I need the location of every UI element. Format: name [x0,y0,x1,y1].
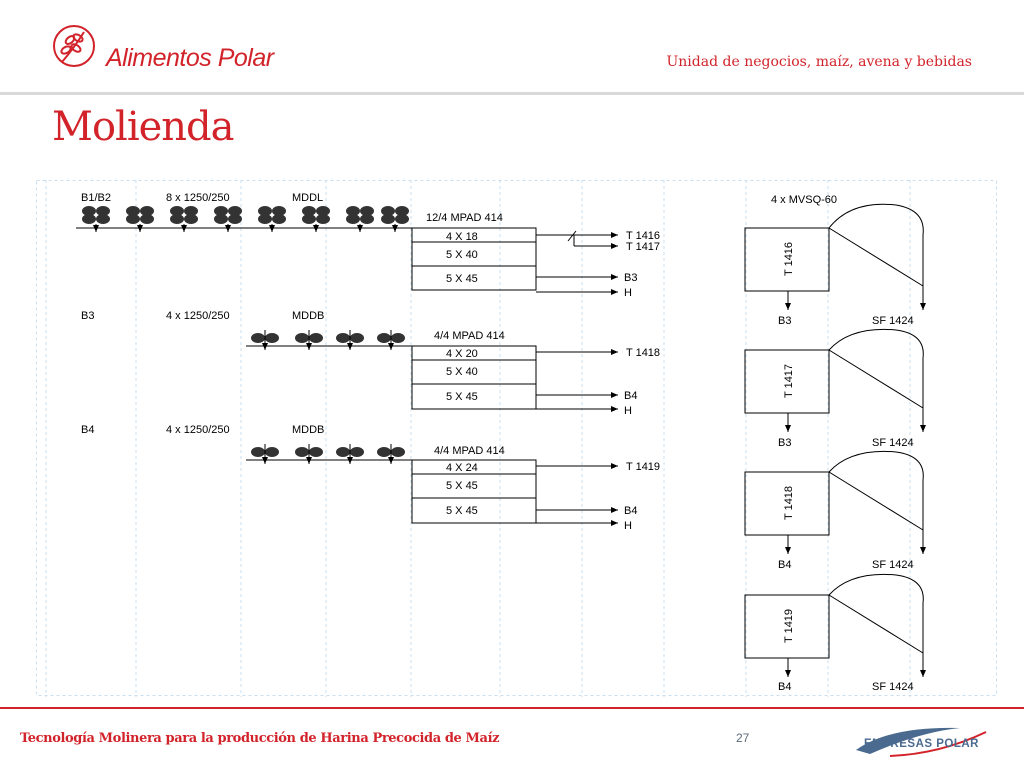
dashed-grid [36,180,997,697]
sifter-box [411,459,537,524]
separator-label: T 1417 [783,364,795,398]
section-b1b2: B1/B2 8 x 1250/250 MDDL [76,192,660,299]
sifter-box [411,227,537,291]
output-label: H [624,520,632,532]
separator-bottom-label: B4 [778,559,791,571]
page-number: 27 [736,731,750,745]
wheat-sprig-icon [53,25,95,67]
footer-divider [0,707,1024,709]
sifter-label: 4/4 MPAD 414 [434,445,505,457]
roller-mills [82,206,409,224]
separator-fine-label: SF 1424 [872,437,914,449]
screen-spec: 5 X 40 [446,366,478,378]
footer-caption: Tecnología Molinera para la producción d… [20,731,500,746]
header-divider [0,92,1024,95]
section-mill-type: MDDB [292,310,324,322]
brand-name: Alimentos Polar [106,44,274,72]
alimentos-polar-logo [53,25,95,67]
sifter-label: 4/4 MPAD 414 [434,330,505,342]
output-label: T 1418 [626,347,660,359]
output-label: B3 [624,272,637,284]
screen-spec: 4 X 20 [446,348,478,360]
swoosh-icon [856,727,987,757]
sifter-box [411,345,537,410]
screen-spec: 5 X 45 [446,391,478,403]
output-label: H [624,287,632,299]
separator-bottom-label: B3 [778,315,791,327]
section-mill-type: MDDB [292,424,324,436]
separator-unit [744,450,926,554]
output-label: T 1419 [626,461,660,473]
section-mills-label: 4 x 1250/250 [166,424,230,436]
output-label: H [624,405,632,417]
business-unit: Unidad de negocios, maíz, avena y bebida… [666,54,972,70]
separator-label: T 1419 [783,609,795,643]
separator-label: T 1416 [783,242,795,276]
screen-spec: 5 X 45 [446,273,478,285]
section-mills-label: 8 x 1250/250 [166,192,230,204]
separator-fine-label: SF 1424 [872,681,914,693]
section-mills-label: 4 x 1250/250 [166,310,230,322]
separator-unit [744,203,926,310]
company-name: EMPRESAS POLAR [864,738,979,750]
roller-mills [251,333,405,343]
section-stream-label: B1/B2 [81,192,111,204]
section-stream-label: B3 [81,310,94,322]
output-label: T 1416 [626,230,660,242]
separator-title: 4 x MVSQ-60 [771,194,837,206]
output-label: T 1417 [626,241,660,253]
section-mill-type: MDDL [292,192,323,204]
separator-fine-label: SF 1424 [872,559,914,571]
screen-spec: 5 X 40 [446,249,478,261]
output-label: B4 [624,390,637,402]
section-b4: B4 4 x 1250/250 MDDB 4/4 MPAD 414 4 X 24… [81,424,660,532]
screen-spec: 5 X 45 [446,505,478,517]
separator-bottom-label: B3 [778,437,791,449]
sifter-label: 12/4 MPAD 414 [426,212,503,224]
separator-unit [744,328,926,432]
empresas-polar-logo [856,727,987,757]
section-b3: B3 4 x 1250/250 MDDB 4/4 MPAD 414 4 X 20… [81,310,660,417]
separator-bottom-label: B4 [778,681,791,693]
separator-fine-label: SF 1424 [872,315,914,327]
screen-spec: 4 X 18 [446,231,478,243]
separator-unit [744,573,926,677]
output-label: B4 [624,505,637,517]
section-stream-label: B4 [81,424,94,436]
separator-label: T 1418 [783,486,795,520]
roller-mills [251,447,405,457]
screen-spec: 4 X 24 [446,462,478,474]
milling-flow-diagram: B1/B2 8 x 1250/250 MDDL [36,180,997,697]
page-title: Molienda [52,104,235,150]
screen-spec: 5 X 45 [446,480,478,492]
